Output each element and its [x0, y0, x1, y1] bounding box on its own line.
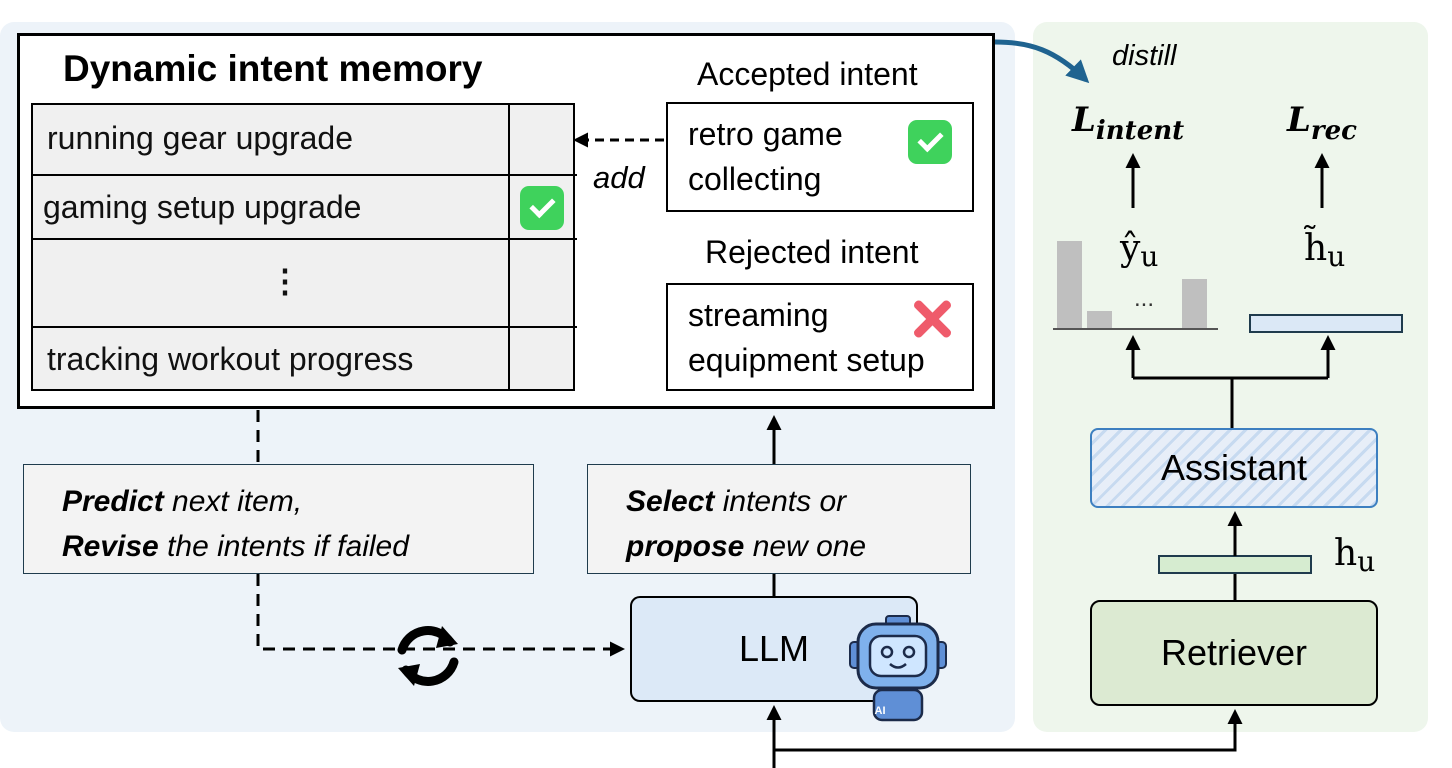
retriever-box: Retriever: [1090, 600, 1378, 706]
distribution-bar: [1182, 279, 1207, 329]
select-keyword: Select: [626, 485, 715, 518]
distribution-ellipsis: ...: [1134, 285, 1155, 312]
h-tilde-label: h̃u: [1304, 228, 1345, 273]
robot-badge-label: AI: [874, 705, 886, 717]
accepted-intent-line: retro game: [688, 116, 843, 152]
loss-intent-label: Lintent: [1072, 100, 1184, 146]
y-hat-label: ŷu: [1120, 228, 1158, 273]
table-divider: [33, 326, 577, 328]
memory-row: running gear upgrade: [47, 120, 354, 156]
distill-label: distill: [1112, 40, 1177, 72]
loss-rec-symbol: L: [1287, 100, 1311, 140]
loss-intent-symbol: L: [1072, 100, 1096, 140]
loss-rec-subscript: rec: [1310, 116, 1357, 146]
predict-keyword: Predict: [62, 485, 164, 518]
propose-keyword: propose: [626, 530, 745, 563]
memory-row-ellipsis: ⋮: [269, 263, 301, 299]
y-hat-symbol: ŷ: [1120, 228, 1141, 269]
predict-revise-note: Predict next item, Revise the intents if…: [23, 464, 534, 574]
distribution-bar: [1057, 241, 1082, 329]
rejected-intent-heading: Rejected intent: [705, 234, 919, 270]
distribution-bar: [1087, 311, 1112, 329]
memory-row: tracking workout progress: [47, 341, 414, 377]
retriever-label: Retriever: [1160, 632, 1308, 673]
h-symbol: h: [1334, 533, 1358, 574]
accepted-intent-line: collecting: [688, 161, 822, 197]
assistant-box: Assistant: [1090, 428, 1378, 508]
select-text: intents or: [714, 485, 847, 518]
accepted-intent-heading: Accepted intent: [697, 56, 918, 92]
feedback-loop-arrow: [256, 574, 625, 657]
distill-arrow: [994, 39, 1090, 84]
loss-rec-label: Lrec: [1287, 100, 1357, 146]
refresh-icon: [397, 626, 459, 686]
add-label: add: [593, 160, 645, 195]
llm-label: LLM: [738, 628, 810, 669]
input-to-retriever-arrow: [774, 709, 1243, 752]
h-tilde-symbol: h̃: [1304, 228, 1328, 269]
rejected-intent-line: equipment setup: [688, 342, 925, 378]
h-subscript: u: [1357, 545, 1376, 578]
table-divider: [33, 174, 577, 176]
memory-title: Dynamic intent memory: [63, 48, 483, 89]
memory-row: gaming setup upgrade: [43, 189, 362, 225]
table-divider: [508, 105, 510, 389]
revise-keyword: Revise: [62, 530, 159, 563]
revise-text: the intents if failed: [158, 530, 409, 563]
assistant-label: Assistant: [1160, 447, 1308, 488]
loss-intent-subscript: intent: [1095, 116, 1185, 146]
y-hat-subscript: u: [1140, 240, 1159, 273]
rejected-intent-line: streaming: [688, 297, 829, 333]
table-divider: [33, 238, 577, 240]
intent-memory-table: running gear upgrade gaming setup upgrad…: [31, 103, 577, 391]
predict-text: next item,: [163, 485, 303, 518]
green-check-icon: [908, 120, 952, 164]
propose-text: new one: [744, 530, 867, 563]
user-embedding-bar: [1158, 555, 1312, 574]
select-propose-note: Select intents or propose new one: [587, 464, 971, 574]
green-check-icon: [520, 186, 564, 230]
h-label: hu: [1334, 533, 1375, 578]
robot-icon: [849, 615, 947, 722]
h-tilde-subscript: u: [1327, 240, 1346, 273]
revised-embedding-bar: [1249, 314, 1403, 333]
